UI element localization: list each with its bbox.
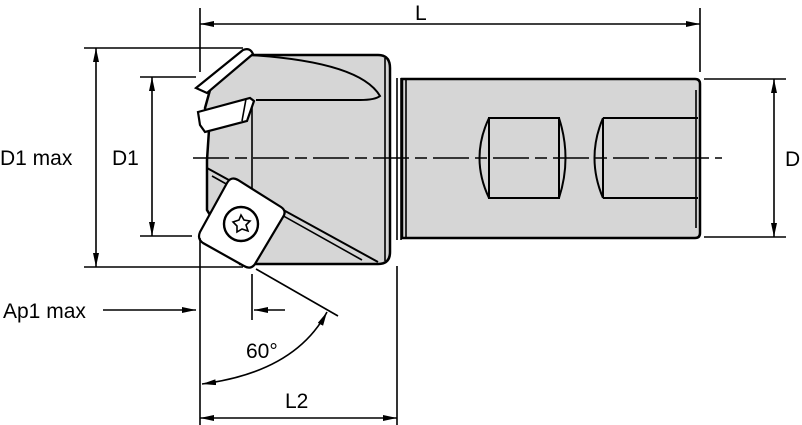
label-D1-max: D1 max bbox=[0, 147, 73, 170]
top-insert bbox=[193, 48, 256, 134]
label-L: L bbox=[415, 2, 427, 25]
label-D: D bbox=[785, 148, 800, 171]
shank-flat-2 bbox=[593, 117, 698, 199]
label-Ap1-max: Ap1 max bbox=[3, 300, 86, 323]
dimension-L: L bbox=[199, 2, 701, 72]
dimension-L2: L2 bbox=[200, 266, 398, 425]
label-L2: L2 bbox=[285, 390, 308, 413]
dimension-Ap1-max: Ap1 max bbox=[3, 238, 285, 425]
dimension-angle: 60° bbox=[201, 268, 339, 386]
torx-screw-icon bbox=[222, 205, 260, 243]
bottom-insert bbox=[197, 177, 286, 269]
dimension-D1-max: D1 max bbox=[0, 47, 243, 268]
dimension-D1: D1 bbox=[112, 76, 196, 237]
label-60-deg: 60° bbox=[246, 340, 278, 363]
label-D1: D1 bbox=[112, 147, 139, 170]
dimension-D: D bbox=[704, 78, 800, 238]
